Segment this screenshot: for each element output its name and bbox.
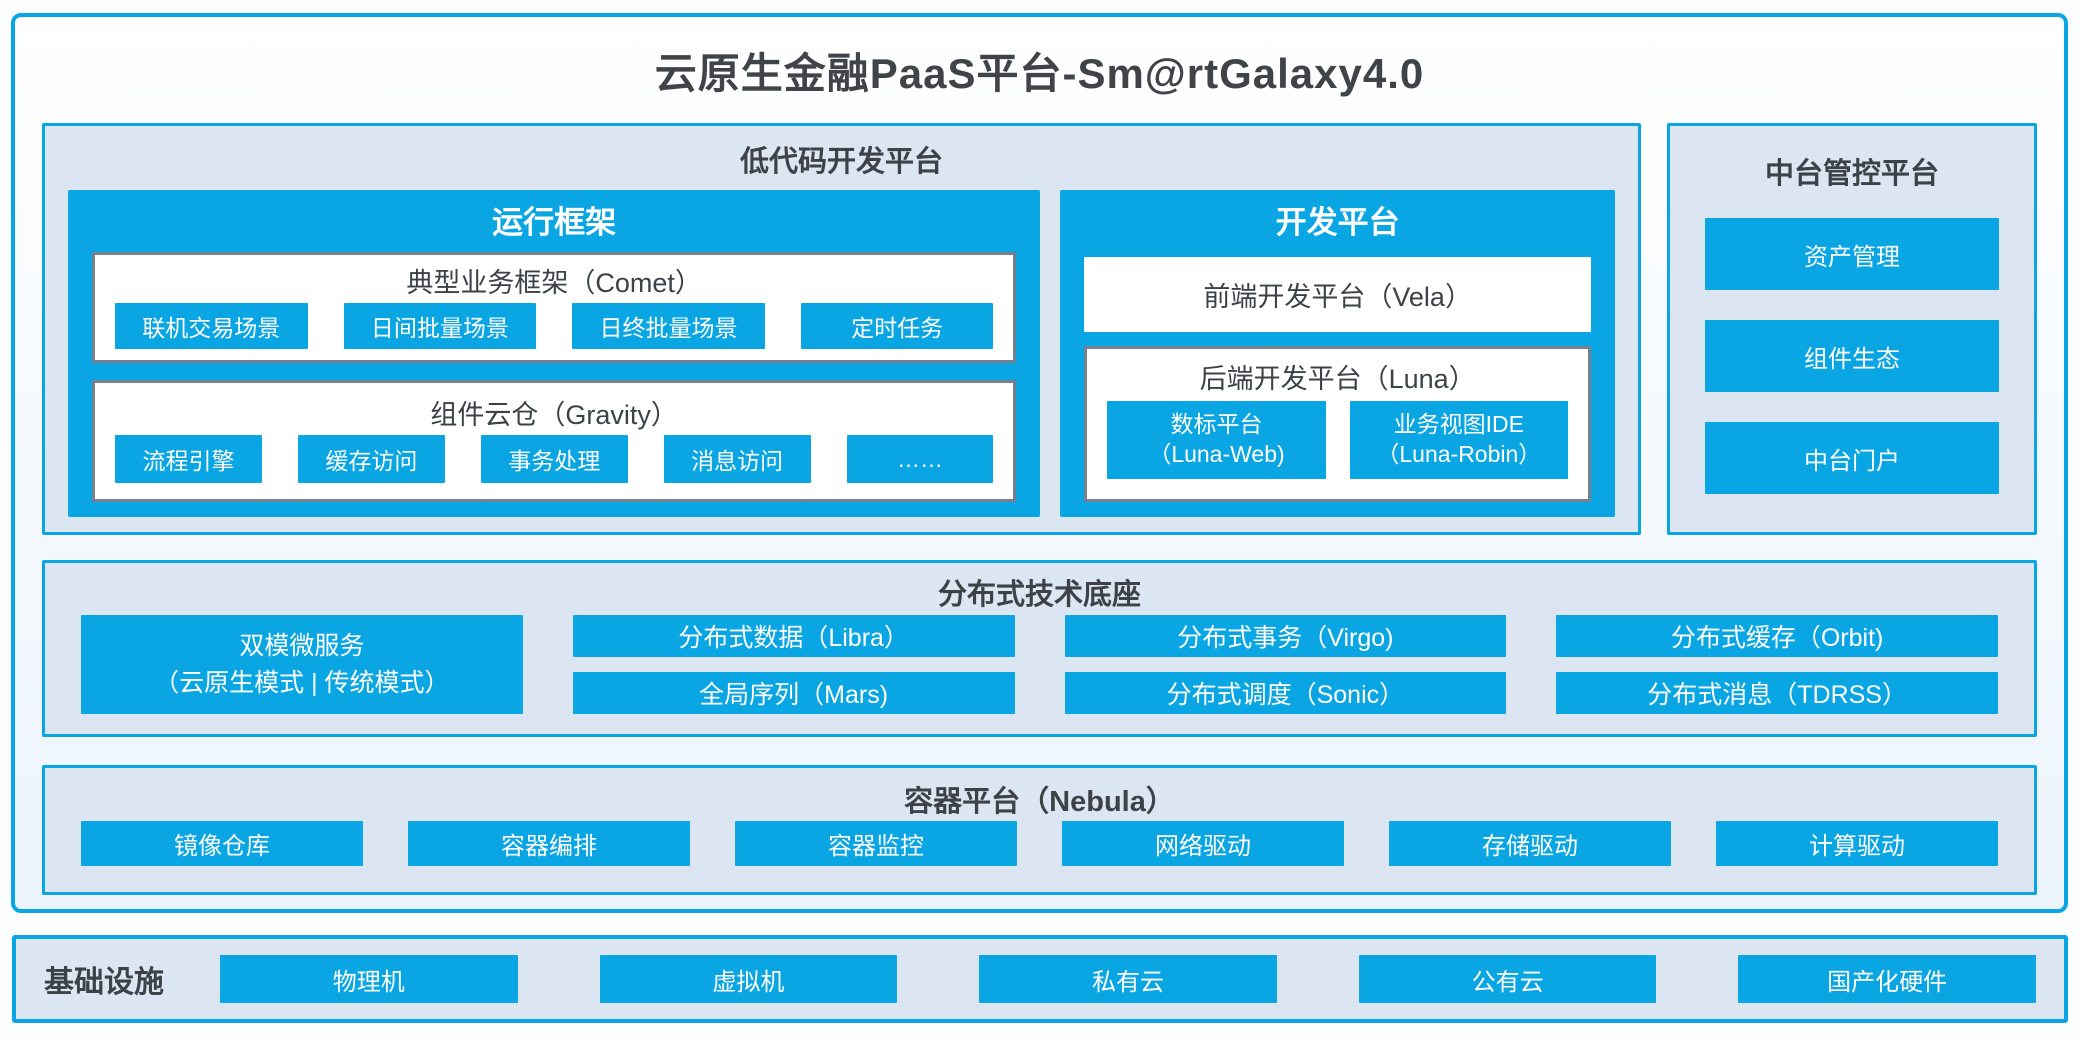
gravity-item: 流程引擎 xyxy=(115,435,262,483)
container-item-orchestration: 容器编排 xyxy=(408,821,690,866)
luna-web-item: 数标平台 （Luna-Web) xyxy=(1107,401,1326,479)
container-platform-items: 镜像仓库 容器编排 容器监控 网络驱动 存储驱动 计算驱动 xyxy=(81,821,1998,866)
infra-item-physical: 物理机 xyxy=(220,955,518,1003)
distributed-title: 分布式技术底座 xyxy=(937,579,1141,611)
luna-box: 后端开发平台（Luna） 数标平台 （Luna-Web) 业务视图IDE （Lu… xyxy=(1084,346,1591,502)
distributed-grid: 双模微服务 （云原生模式 | 传统模式） 分布式数据（Libra） 分布式事务（… xyxy=(81,615,1998,714)
infra-item-public-cloud: 公有云 xyxy=(1358,955,1657,1003)
gravity-title: 组件云仓（Gravity） xyxy=(430,400,678,430)
infra-item-private-cloud: 私有云 xyxy=(979,955,1277,1003)
lowcode-title: 低代码开发平台 xyxy=(739,146,943,178)
luna-robin-line2: （Luna-Robin） xyxy=(1376,441,1542,467)
vela-box: 前端开发平台（Vela） xyxy=(1084,257,1591,332)
container-item-registry: 镜像仓库 xyxy=(81,821,363,866)
container-platform-title: 容器平台（Nebula） xyxy=(904,786,1175,818)
runtime-header: 运行框架 xyxy=(492,205,617,240)
distributed-item-orbit: 分布式缓存（Orbit) xyxy=(1556,615,1998,657)
comet-item: 日终批量场景 xyxy=(572,303,765,349)
comet-item: 日间批量场景 xyxy=(343,303,537,349)
luna-items: 数标平台 （Luna-Web) 业务视图IDE （Luna-Robin） xyxy=(1107,401,1568,479)
comet-item: 定时任务 xyxy=(800,303,994,349)
distributed-item-sonic: 分布式调度（Sonic） xyxy=(1064,672,1507,714)
infrastructure-items: 物理机 虚拟机 私有云 公有云 国产化硬件 xyxy=(220,955,2036,1003)
lowcode-panels: 运行框架 典型业务框架（Comet） 联机交易场景 日间批量场景 日终批量场景 … xyxy=(68,190,1615,517)
top-row: 低代码开发平台 运行框架 典型业务框架（Comet） 联机交易场景 日间批量场景… xyxy=(42,123,2037,535)
dev-header: 开发平台 xyxy=(1275,205,1400,240)
gravity-item: …… xyxy=(846,435,994,483)
distributed-item-mars: 全局序列（Mars) xyxy=(572,672,1015,714)
gravity-items: 流程引擎 缓存访问 事务处理 消息访问 …… xyxy=(115,435,994,483)
gravity-item: 消息访问 xyxy=(663,435,811,483)
luna-robin-line1: 业务视图IDE xyxy=(1393,411,1524,438)
frame-content: 低代码开发平台 运行框架 典型业务框架（Comet） 联机交易场景 日间批量场景… xyxy=(15,123,2064,895)
mid-platform-item-ecosystem: 组件生态 xyxy=(1705,320,1999,392)
luna-robin-item: 业务视图IDE （Luna-Robin） xyxy=(1349,401,1568,479)
distributed-item-virgo: 分布式事务（Virgo) xyxy=(1064,615,1507,657)
dual-mode-microservice-item: 双模微服务 （云原生模式 | 传统模式） xyxy=(81,615,523,714)
dual-mode-line1: 双模微服务 xyxy=(239,632,365,661)
lowcode-platform-box: 低代码开发平台 运行框架 典型业务框架（Comet） 联机交易场景 日间批量场景… xyxy=(42,123,1641,535)
distributed-item-libra: 分布式数据（Libra） xyxy=(572,615,1015,657)
dual-mode-line2: （云原生模式 | 传统模式） xyxy=(154,668,450,697)
container-item-storage: 存储驱动 xyxy=(1389,821,1671,866)
mid-platform-item-asset: 资产管理 xyxy=(1705,218,1999,290)
comet-box: 典型业务框架（Comet） 联机交易场景 日间批量场景 日终批量场景 定时任务 xyxy=(92,252,1017,363)
distributed-base-box: 分布式技术底座 双模微服务 （云原生模式 | 传统模式） 分布式数据（Libra… xyxy=(42,560,2037,737)
comet-title: 典型业务框架（Comet） xyxy=(406,268,702,298)
container-platform-box: 容器平台（Nebula） 镜像仓库 容器编排 容器监控 网络驱动 存储驱动 计算… xyxy=(42,765,2037,895)
luna-web-line2: （Luna-Web) xyxy=(1148,441,1285,467)
luna-web-line1: 数标平台 xyxy=(1170,411,1263,438)
infrastructure-label: 基础设施 xyxy=(44,966,164,999)
mid-platform-title: 中台管控平台 xyxy=(1764,158,1939,190)
infra-item-domestic-hw: 国产化硬件 xyxy=(1738,955,2036,1003)
gravity-box: 组件云仓（Gravity） 流程引擎 缓存访问 事务处理 消息访问 …… xyxy=(92,380,1017,502)
mid-platform-box: 中台管控平台 资产管理 组件生态 中台门户 xyxy=(1667,123,2037,535)
runtime-framework-panel: 运行框架 典型业务框架（Comet） 联机交易场景 日间批量场景 日终批量场景 … xyxy=(68,190,1041,517)
luna-title: 后端开发平台（Luna） xyxy=(1199,364,1476,394)
comet-items: 联机交易场景 日间批量场景 日终批量场景 定时任务 xyxy=(115,303,994,349)
platform-frame: 云原生金融PaaS平台-Sm@rtGalaxy4.0 低代码开发平台 运行框架 … xyxy=(11,13,2068,913)
infrastructure-bar: 基础设施 物理机 虚拟机 私有云 公有云 国产化硬件 xyxy=(12,935,2068,1023)
gravity-item: 事务处理 xyxy=(480,435,628,483)
comet-item: 联机交易场景 xyxy=(115,303,308,349)
container-item-network: 网络驱动 xyxy=(1062,821,1344,866)
container-item-compute: 计算驱动 xyxy=(1716,821,1998,866)
container-item-monitoring: 容器监控 xyxy=(735,821,1017,866)
page-title: 云原生金融PaaS平台-Sm@rtGalaxy4.0 xyxy=(654,49,1425,97)
distributed-item-tdrss: 分布式消息（TDRSS） xyxy=(1556,672,1998,714)
infra-item-vm: 虚拟机 xyxy=(599,955,898,1003)
dev-platform-panel: 开发平台 前端开发平台（Vela） 后端开发平台（Luna） 数标平台 （Lun… xyxy=(1060,190,1615,517)
gravity-item: 缓存访问 xyxy=(297,435,445,483)
mid-platform-item-portal: 中台门户 xyxy=(1705,422,1999,494)
